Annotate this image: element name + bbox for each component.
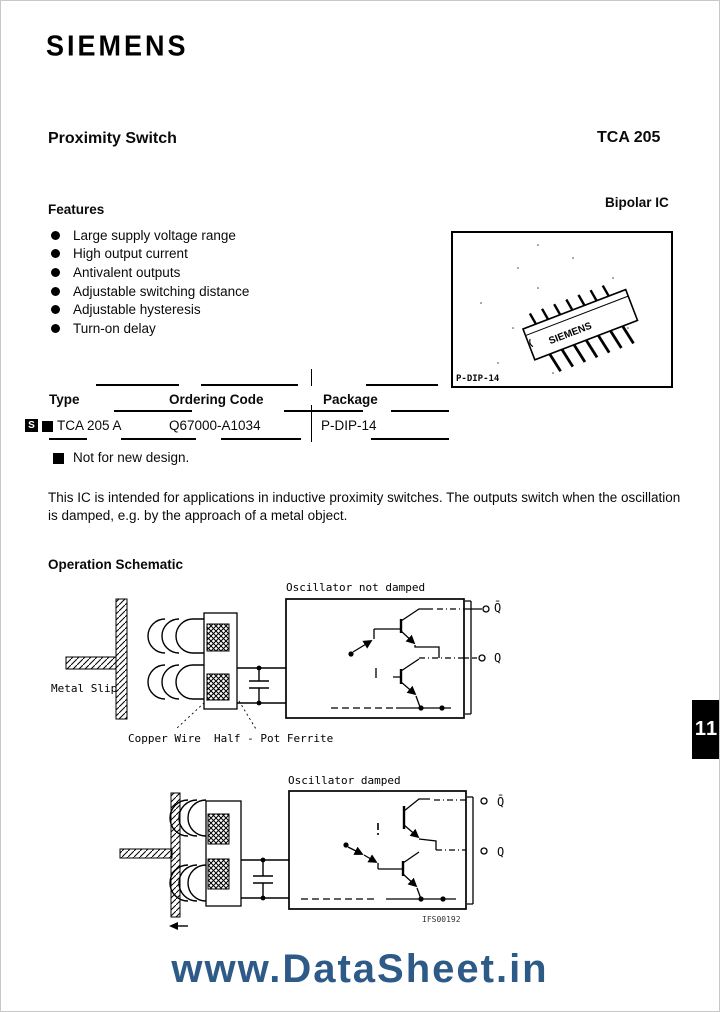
bullet-icon — [51, 267, 60, 277]
feature-item: Turn-on delay — [51, 319, 249, 338]
col-header-ordering-code: Ordering Code — [169, 392, 264, 407]
table-rule — [121, 438, 196, 440]
feature-item: Adjustable hysteresis — [51, 300, 249, 319]
feature-item: Large supply voltage range — [51, 226, 249, 245]
table-rule — [221, 438, 301, 440]
status-flag-s: S — [25, 419, 38, 432]
table-rule — [96, 384, 179, 386]
half-pot-ferrite-label: Half - Pot Ferrite — [214, 732, 334, 745]
schematic1-output-q: Q — [494, 651, 502, 665]
part-number: TCA 205 — [597, 129, 661, 146]
schematic2-output-qbar: Q̄ — [497, 795, 505, 809]
chapter-tab: 11 — [692, 700, 719, 759]
row-package: P-DIP-14 — [321, 418, 377, 433]
features-list: Large supply voltage range High output c… — [51, 226, 249, 338]
bullet-icon — [51, 286, 60, 296]
feature-text: Large supply voltage range — [73, 227, 236, 243]
table-column-divider — [311, 405, 313, 442]
feature-item: Antivalent outputs — [51, 263, 249, 282]
schematic2-output-q: Q — [497, 845, 505, 859]
table-rule — [371, 438, 449, 440]
table-rule — [114, 410, 192, 412]
col-header-package: Package — [323, 392, 378, 407]
table-rule — [201, 384, 298, 386]
feature-text: Antivalent outputs — [73, 264, 181, 280]
page-title: Proximity Switch — [48, 130, 177, 147]
package-image-box: SIEMENS P-DIP-14 — [451, 231, 673, 388]
ic-type-label: Bipolar IC — [605, 195, 669, 210]
siemens-logo: SIEMENS — [46, 30, 189, 62]
table-rule — [391, 410, 449, 412]
schematic1-title: Oscillator not damped — [286, 581, 426, 594]
schematic1-output-qbar: Q̄ — [494, 601, 502, 615]
description-paragraph: This IC is intended for applications in … — [48, 490, 681, 523]
figure-code: IFS00192 — [422, 915, 461, 924]
bullet-icon — [51, 323, 60, 333]
col-header-type: Type — [49, 392, 80, 407]
bullet-icon — [51, 230, 60, 240]
note-text: Not for new design. — [73, 450, 190, 465]
feature-text: High output current — [73, 246, 188, 262]
schematic-heading: Operation Schematic — [48, 557, 184, 572]
table-rule — [284, 410, 363, 412]
table-rule — [366, 384, 438, 386]
features-heading: Features — [48, 202, 105, 217]
not-for-new-design-square-icon — [42, 421, 53, 432]
note-square-icon — [53, 453, 64, 464]
feature-text: Turn-on delay — [73, 320, 156, 336]
schematic2-title: Oscillator damped — [288, 774, 401, 787]
metal-slip-label: Metal Slip — [51, 682, 118, 695]
watermark-url: www.DataSheet.in — [171, 947, 549, 991]
row-type: TCA 205 A — [57, 418, 122, 433]
table-rule — [49, 438, 87, 440]
row-ordering-code: Q67000-A1034 — [169, 418, 261, 433]
feature-item: Adjustable switching distance — [51, 282, 249, 301]
feature-text: Adjustable switching distance — [73, 283, 250, 299]
bullet-icon — [51, 305, 60, 315]
copper-wire-label: Copper Wire — [128, 732, 201, 745]
package-name-label: P-DIP-14 — [456, 374, 500, 384]
dip14-package-drawing: SIEMENS — [480, 244, 639, 374]
table-rule — [311, 369, 313, 386]
feature-text: Adjustable hysteresis — [73, 302, 201, 318]
feature-item: High output current — [51, 245, 249, 264]
schematic-damped-drawing — [119, 790, 488, 930]
bullet-icon — [51, 249, 60, 259]
schematic-not-damped-drawing — [65, 598, 490, 730]
